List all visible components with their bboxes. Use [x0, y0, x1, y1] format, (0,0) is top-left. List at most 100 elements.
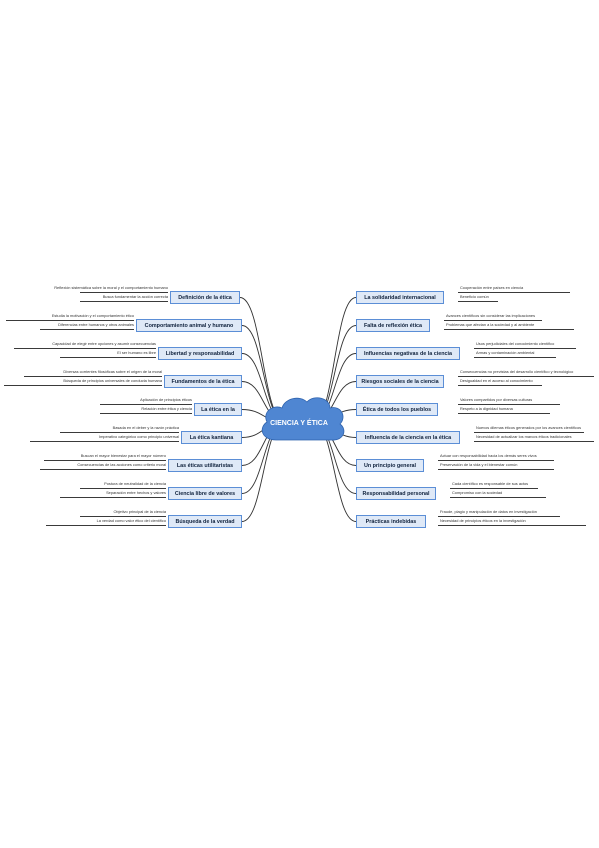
note-left-0a: Reflexión sistemática sobre la moral y e…: [54, 286, 168, 290]
note-right-1a: Avances científicos sin considerar las i…: [446, 314, 536, 318]
topic-box-left-6[interactable]: Las éticas utilitaristas: [168, 459, 242, 472]
note-left-1a: Estudia la motivación y el comportamient…: [51, 314, 134, 318]
note-right-1b: Problemas que afectan a la sociedad y al…: [446, 323, 535, 327]
note-underline: [80, 515, 166, 517]
note-underline: [44, 459, 166, 461]
note-left-7b: Separación entre hechos y valores: [106, 491, 166, 495]
topic-box-left-4[interactable]: La ética en la: [194, 403, 242, 416]
note-underline: [40, 328, 134, 330]
topic-label: Un principio general: [363, 462, 417, 469]
note-left-3b: Búsqueda de principios universales de co…: [63, 379, 162, 383]
topic-label: Falta de reflexión ética: [363, 322, 423, 329]
note-left-8b: La verdad como valor ético del científic…: [96, 519, 166, 523]
note-underline: [60, 356, 156, 358]
note-right-4b: Respeto a la dignidad humana: [460, 407, 513, 411]
topic-box-left-8[interactable]: Búsqueda de la verdad: [168, 515, 242, 528]
note-underline: [458, 375, 594, 377]
topic-box-right-2[interactable]: Influencias negativas de la ciencia: [356, 347, 460, 360]
note-left-8a: Objetivo principal de la ciencia: [113, 510, 166, 514]
note-underline: [444, 328, 574, 330]
topic-box-left-0[interactable]: Definición de la ética: [170, 291, 240, 304]
topic-box-right-6[interactable]: Un principio general: [356, 459, 424, 472]
note-left-4b: Relación entre ética y ciencia: [141, 407, 192, 411]
note-underline: [450, 496, 546, 498]
central-topic-label: CIENCIA Y ÉTICA: [270, 419, 328, 427]
note-underline: [46, 524, 166, 526]
note-right-5b: Necesidad de actualizar los marcos ético…: [476, 435, 572, 439]
topic-label: Responsabilidad personal: [362, 490, 430, 497]
note-underline: [450, 487, 538, 489]
topic-box-left-2[interactable]: Libertad y responsabilidad: [158, 347, 242, 360]
note-underline: [80, 291, 168, 293]
note-right-6b: Preservación de la vida y el bienestar c…: [440, 463, 518, 467]
topic-label: Fundamentos de la ética: [171, 378, 235, 385]
note-underline: [438, 524, 586, 526]
note-left-6b: Consecuencias de las acciones como crite…: [77, 463, 166, 467]
note-right-0a: Cooperación entre países en ciencia: [460, 286, 524, 290]
topic-box-left-7[interactable]: Ciencia libre de valores: [168, 487, 242, 500]
note-underline: [438, 459, 554, 461]
note-underline: [80, 300, 168, 302]
topic-box-right-4[interactable]: Ética de todos los pueblos: [356, 403, 438, 416]
topic-label: Ciencia libre de valores: [174, 490, 236, 497]
topic-label: Influencias negativas de la ciencia: [363, 350, 453, 357]
note-left-4a: Aplicación de principios éticos: [140, 398, 192, 402]
note-left-2b: El ser humano es libre: [117, 351, 156, 355]
topic-label: Las éticas utilitaristas: [176, 462, 234, 469]
note-underline: [60, 431, 179, 433]
note-underline: [100, 403, 192, 405]
note-left-5b: Imperativo categórico como principio uni…: [98, 435, 179, 439]
note-right-5a: Nuevos dilemas éticos generados por los …: [476, 426, 582, 430]
topic-label: Prácticas indebidas: [365, 518, 417, 525]
note-underline: [80, 487, 166, 489]
topic-box-right-1[interactable]: Falta de reflexión ética: [356, 319, 430, 332]
topic-box-right-8[interactable]: Prácticas indebidas: [356, 515, 426, 528]
note-left-7a: Postura de neutralidad de la ciencia: [104, 482, 166, 486]
topic-label: La solidaridad internacional: [364, 294, 436, 301]
note-right-0b: Beneficio común: [460, 295, 489, 299]
topic-label: Riesgos sociales de la ciencia: [361, 378, 439, 385]
topic-label: Búsqueda de la verdad: [175, 518, 235, 525]
note-left-1b: Diferencias entre humanos y otros animal…: [58, 323, 134, 327]
note-left-3a: Diversas corrientes filosóficas sobre el…: [63, 370, 162, 374]
note-right-3a: Consecuencias no previstas del desarroll…: [460, 370, 574, 374]
note-underline: [24, 375, 162, 377]
note-underline: [438, 468, 554, 470]
topic-box-left-1[interactable]: Comportamiento animal y humano: [136, 319, 242, 332]
topic-label: Ética de todos los pueblos: [362, 406, 432, 413]
topic-label: Comportamiento animal y humano: [144, 322, 234, 329]
note-underline: [474, 356, 556, 358]
topic-label: Libertad y responsabilidad: [165, 350, 235, 357]
topic-box-left-5[interactable]: La ética kantiana: [181, 431, 242, 444]
note-underline: [458, 384, 542, 386]
note-underline: [6, 319, 134, 321]
note-underline: [4, 384, 162, 386]
note-underline: [458, 412, 550, 414]
note-underline: [60, 496, 166, 498]
note-right-4a: Valores compartidos por diversas cultura…: [460, 398, 533, 402]
note-left-5a: Basada en el deber y la razón práctica: [112, 426, 179, 430]
note-right-8a: Fraude, plagio y manipulación de datos e…: [440, 510, 537, 514]
note-left-0b: Busca fundamentar la acción correcta: [102, 295, 168, 299]
note-underline: [40, 468, 166, 470]
topic-label: Influencia de la ciencia en la ética: [364, 434, 452, 441]
topic-box-right-7[interactable]: Responsabilidad personal: [356, 487, 436, 500]
topic-label: La ética en la: [201, 406, 235, 413]
note-underline: [100, 412, 192, 414]
note-left-2a: Capacidad de elegir entre opciones y asu…: [52, 342, 156, 346]
note-underline: [438, 515, 560, 517]
topic-box-right-0[interactable]: La solidaridad internacional: [356, 291, 444, 304]
topic-box-right-3[interactable]: Riesgos sociales de la ciencia: [356, 375, 444, 388]
topic-box-right-5[interactable]: Influencia de la ciencia en la ética: [356, 431, 460, 444]
note-underline: [458, 403, 560, 405]
topic-box-left-3[interactable]: Fundamentos de la ética: [164, 375, 242, 388]
note-underline: [474, 431, 584, 433]
note-right-7b: Compromiso con la sociedad: [452, 491, 503, 495]
note-right-3b: Desigualdad en el acceso al conocimiento: [460, 379, 533, 383]
topic-label: Definición de la ética: [178, 294, 232, 301]
cloud-shape: [261, 397, 345, 441]
note-right-2a: Usos perjudiciales del conocimiento cien…: [476, 342, 555, 346]
note-underline: [444, 319, 542, 321]
